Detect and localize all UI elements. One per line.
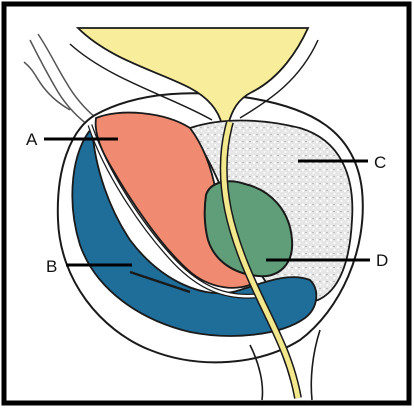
label-b: B [46, 257, 57, 276]
label-c: C [374, 153, 386, 172]
label-d: D [376, 251, 388, 270]
label-a: A [26, 130, 38, 149]
